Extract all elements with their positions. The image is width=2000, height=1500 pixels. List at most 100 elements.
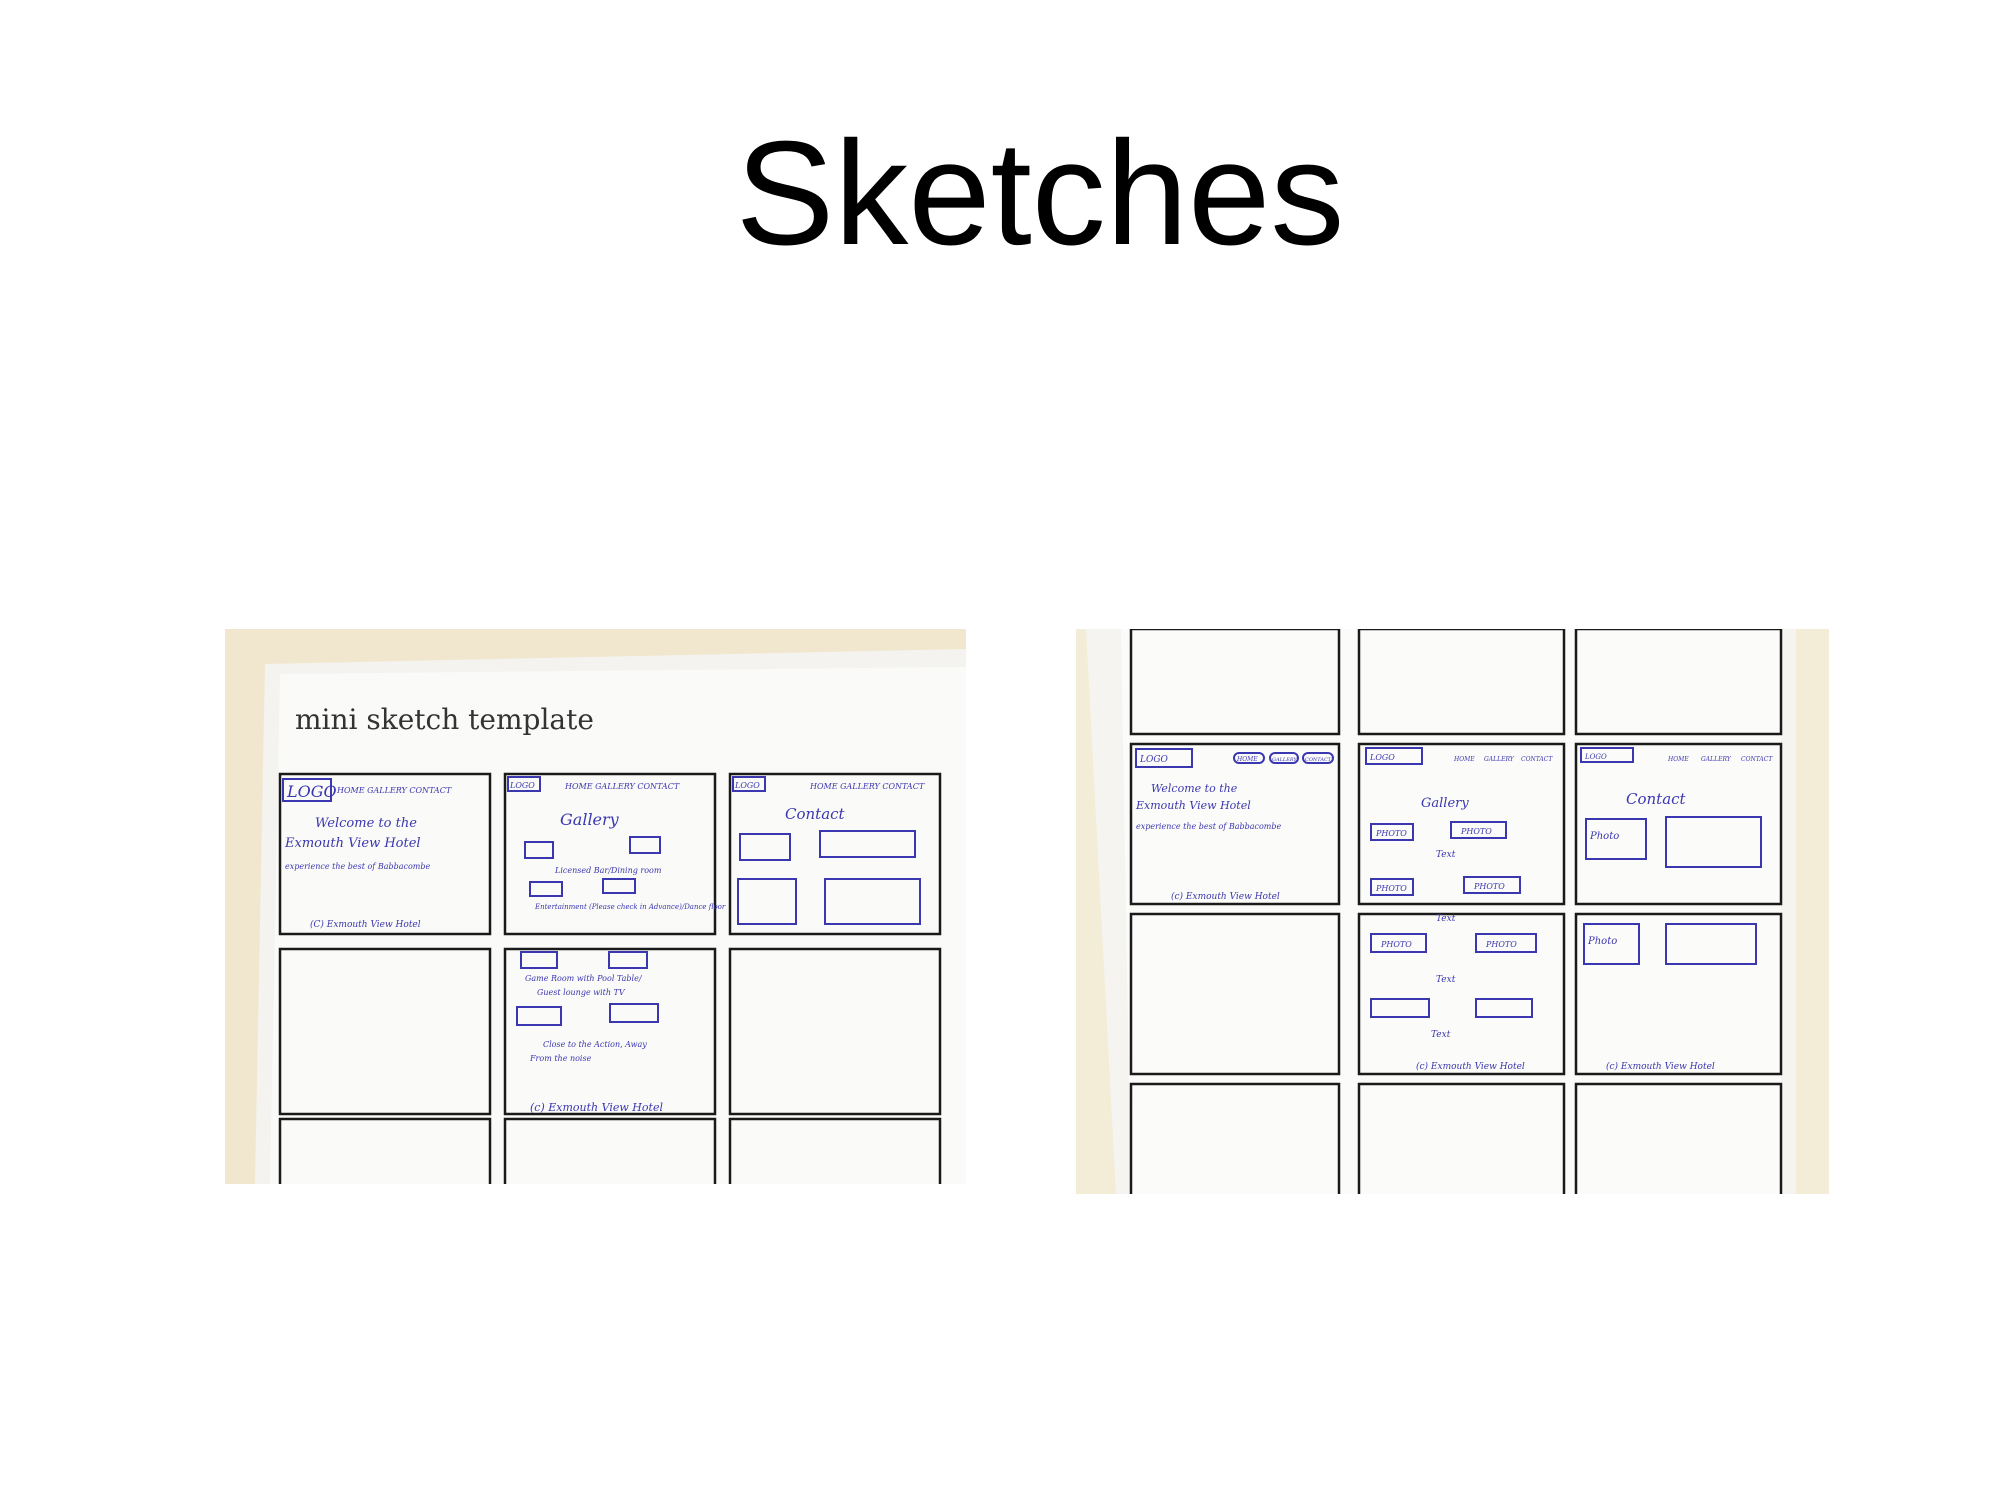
contact-text-box [1665, 923, 1757, 965]
gallery-text-label: Text [1436, 975, 1456, 985]
panel-gallery-frame [503, 772, 717, 936]
sketch-photo-right: LOGO HOME GALLERY CONTACT Welcome to the… [1076, 629, 1829, 1194]
gallery-photo-box [520, 951, 558, 969]
panel-contact-frame [728, 772, 942, 936]
contact-photo-box [739, 833, 791, 861]
panel-empty-3 [278, 1117, 492, 1184]
panel-empty-4 [503, 1117, 717, 1184]
contact-footer: (c) Exmouth View Hotel [1606, 1061, 1715, 1072]
welcome-line-2: Exmouth View Hotel [284, 836, 421, 851]
gallery-photo-box [524, 841, 554, 859]
contact-nav-gallery: GALLERY [1701, 756, 1732, 763]
gallery-heading: Gallery [1421, 796, 1469, 811]
sketch-photo-right-drawing: LOGO HOME GALLERY CONTACT Welcome to the… [1076, 629, 1829, 1194]
logo-text: LOGO [1139, 755, 1169, 765]
contact-text-box [819, 830, 916, 858]
panel-gallery2-frame [503, 947, 717, 1116]
gallery-heading: Gallery [560, 810, 620, 829]
panel-empty-bottom-1 [1129, 1082, 1341, 1194]
panel-empty-mid [1129, 912, 1341, 1076]
gallery-photo-box [602, 878, 636, 894]
gallery-logo-text: LOGO [509, 781, 535, 790]
gallery-logo-text: LOGO [1369, 753, 1395, 762]
gallery-caption: Close to the Action, Away [543, 1040, 647, 1049]
panel-empty-top-2 [1357, 629, 1566, 736]
gallery-photo-label: PHOTO [1473, 882, 1505, 891]
gallery-footer: (c) Exmouth View Hotel [1416, 1061, 1525, 1072]
gallery-nav-home: HOME [1453, 756, 1475, 763]
welcome-line-3: experience the best of Babbacombe [285, 862, 430, 871]
contact-logo-text: LOGO [1584, 753, 1607, 761]
panel-contact2-frame [1574, 912, 1783, 1076]
gallery-caption: Guest lounge with TV [537, 988, 626, 997]
contact-photo-box [1583, 923, 1640, 965]
gallery-nav-gallery: GALLERY [1484, 756, 1515, 763]
gallery-photo-box [1450, 821, 1507, 839]
nav-text: HOME GALLERY CONTACT [336, 786, 452, 795]
contact-photo-box [1585, 818, 1647, 860]
gallery-photo-box [609, 1003, 659, 1023]
gallery-caption: Licensed Bar/Dining room [554, 866, 662, 875]
gallery-photo-box [1475, 998, 1533, 1018]
contact-heading: Contact [1626, 790, 1687, 808]
logo-box [282, 778, 332, 802]
contact-nav-home: HOME [1667, 756, 1689, 763]
contact-heading: Contact [785, 805, 846, 823]
contact-photo-label: Photo [1589, 831, 1619, 842]
panel-contact-frame [1574, 742, 1783, 906]
gallery-photo-label: PHOTO [1460, 827, 1492, 836]
panel-empty-5 [728, 1117, 942, 1184]
gallery-text-label: Text [1436, 850, 1456, 860]
panel-empty-2 [728, 947, 942, 1116]
template-heading: mini sketch template [295, 703, 594, 736]
nav-gallery-text: GALLERY [1272, 757, 1298, 763]
panel-empty-top-3 [1574, 629, 1783, 736]
contact-logo-text: LOGO [734, 781, 760, 790]
nav-home-pill [1233, 752, 1265, 764]
gallery-photo-box [529, 881, 563, 897]
sketch-photo-left: mini sketch template LOGO HOME GALLERY C… [225, 629, 966, 1184]
gallery-text-label: Text [1436, 914, 1456, 924]
gallery-photo-box [1370, 998, 1430, 1018]
home-footer: (c) Exmouth View Hotel [1171, 891, 1280, 902]
contact-logo-box [1580, 747, 1634, 763]
gallery-photo-label: PHOTO [1485, 940, 1517, 949]
gallery-photo-box [1370, 878, 1414, 896]
nav-gallery-pill [1269, 752, 1299, 764]
gallery-photo-label: PHOTO [1375, 884, 1407, 893]
gallery-photo-label: PHOTO [1375, 829, 1407, 838]
gallery-footer: (c) Exmouth View Hotel [530, 1101, 663, 1114]
gallery-nav-text: HOME GALLERY CONTACT [564, 782, 680, 791]
panel-home-frame [1129, 742, 1341, 906]
gallery-photo-box [516, 1006, 562, 1026]
gallery-photo-box [1475, 933, 1537, 953]
gallery-photo-box [608, 951, 648, 969]
nav-contact-pill [1302, 752, 1334, 764]
gallery-photo-box [1370, 933, 1427, 953]
nav-contact-text: CONTACT [1305, 757, 1332, 763]
welcome-line-1: Welcome to the [315, 816, 417, 831]
contact-logo-box [732, 776, 766, 792]
gallery-text-label: Text [1431, 1030, 1451, 1040]
sketch-photo-left-drawing: mini sketch template LOGO HOME GALLERY C… [225, 629, 966, 1184]
gallery-caption: Game Room with Pool Table/ [525, 974, 643, 983]
contact-text-box [1665, 816, 1762, 868]
gallery-photo-box [1463, 876, 1521, 894]
gallery-photo-box [1370, 823, 1414, 841]
panel-empty-bottom-2 [1357, 1082, 1566, 1194]
gallery-caption: Entertainment (Please check in Advance)/… [534, 903, 726, 911]
panel-gallery2-frame [1357, 912, 1566, 1076]
gallery-caption: From the noise [529, 1054, 592, 1063]
panel-empty-bottom-3 [1574, 1082, 1783, 1194]
welcome-line-1: Welcome to the [1151, 782, 1238, 795]
gallery-nav-contact: CONTACT [1521, 756, 1553, 763]
welcome-line-2: Exmouth View Hotel [1135, 799, 1251, 812]
gallery-logo-box [1365, 747, 1423, 765]
logo-text: LOGO [286, 782, 337, 801]
contact-nav-text: HOME GALLERY CONTACT [809, 782, 925, 791]
contact-nav-contact: CONTACT [1741, 756, 1773, 763]
contact-text-box [824, 878, 921, 925]
gallery-photo-box [629, 836, 661, 854]
home-footer: (C) Exmouth View Hotel [310, 919, 421, 930]
nav-home-text: HOME [1236, 756, 1258, 763]
